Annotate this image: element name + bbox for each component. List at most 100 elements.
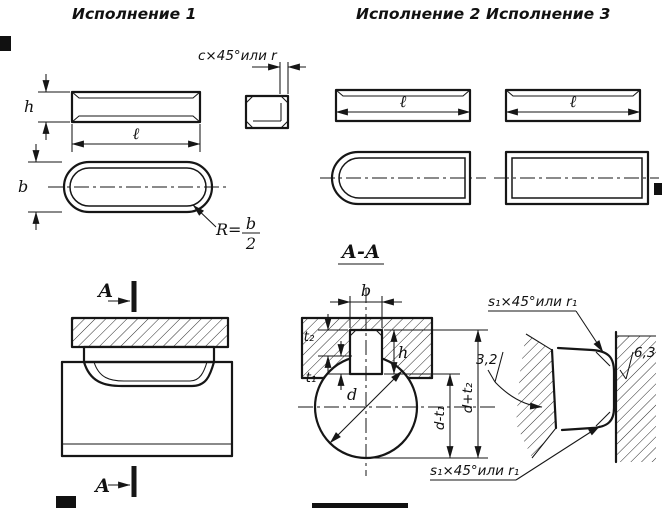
key-plan-outline <box>62 160 214 214</box>
v1-b-dimension: b <box>18 144 62 230</box>
scan-artifact <box>312 503 408 508</box>
roughness-symbol <box>619 369 627 380</box>
scan-artifacts <box>0 36 662 508</box>
dim-line <box>329 370 403 444</box>
hub-hatch <box>616 336 656 462</box>
chamfer-tick <box>595 411 611 427</box>
roughness-symbol <box>494 351 504 383</box>
chamfer-edge-top <box>71 91 201 99</box>
key-end-profile <box>556 346 616 432</box>
shaft-hatch-wedge <box>516 334 556 458</box>
roughness-symbol <box>625 351 634 380</box>
roughness-bore-label: 6,3 <box>634 345 655 361</box>
version-1-title: Исполнение 1 <box>72 5 196 23</box>
t2-label: t₂ <box>304 329 315 345</box>
roughness-seat-label: 3,2 <box>476 352 497 368</box>
radius-denominator: 2 <box>245 234 256 253</box>
scan-artifact <box>654 183 662 195</box>
chamfer-tick <box>245 95 254 104</box>
v3-side-view: ℓ <box>504 88 642 123</box>
b-dimension: b <box>330 281 402 328</box>
key-outline <box>70 90 202 124</box>
chamfer-tick <box>245 120 254 129</box>
chamfer-tick <box>349 329 357 337</box>
key-end-outline <box>244 94 290 130</box>
v1-l-dimension: ℓ <box>71 124 201 152</box>
chamfer-tick <box>280 120 289 129</box>
chamfer-tick <box>595 351 611 367</box>
version-3: Исполнение 3 ℓ <box>486 5 659 206</box>
chamfer-tick <box>375 329 383 337</box>
h-label: h <box>24 97 34 116</box>
section-title: А-А <box>338 241 384 265</box>
chamfer-label: c×45°или r <box>198 48 278 64</box>
radius-prefix: R= <box>215 220 241 239</box>
v1-side-view <box>70 90 202 124</box>
key-plan-outline <box>504 150 650 206</box>
key-height-label: h <box>398 343 408 362</box>
leader-line <box>192 204 217 228</box>
cutting-plane-top: А <box>96 280 137 312</box>
v2-plan-view <box>320 150 486 206</box>
s1-callout-top: s₁×45°или r₁ <box>488 294 604 353</box>
v1-h-dimension: h <box>24 74 70 140</box>
t1-label: t₁ <box>306 370 317 386</box>
key-plan-inner <box>511 157 643 199</box>
key-outline <box>334 88 472 123</box>
b-label: b <box>361 281 371 300</box>
shaft-side-view: А А <box>60 280 234 497</box>
key-plan-inner <box>338 157 466 199</box>
cutting-plane-bottom: А <box>93 466 137 497</box>
t2-dimension: t₂ <box>304 314 352 372</box>
chamfer-detail: s₁×45°или r₁ s₁×45°или r₁ 3,2 6,3 <box>430 294 656 481</box>
d-minus-t1-label: d-t₁ <box>432 406 448 430</box>
chamfer-edge-top <box>505 89 641 97</box>
cross-section: b t₂ t₁ h d <box>298 281 496 476</box>
version-1: Исполнение 1 h ℓ <box>18 5 306 253</box>
version-2-title: Исполнение 2 <box>356 5 480 23</box>
chamfer-edge-top <box>335 89 471 97</box>
v1-end-view <box>244 94 290 130</box>
roughness-symbol <box>487 369 496 383</box>
key-side <box>82 345 216 364</box>
key-plan-outline <box>330 150 472 206</box>
leader-line <box>494 381 543 410</box>
radius-numerator: b <box>246 214 256 233</box>
d-plus-t2-dimension: d+t₂ <box>384 329 488 459</box>
seat-wall-edge <box>550 348 558 430</box>
scan-artifact <box>56 496 76 508</box>
s1-bottom-label: s₁×45°или r₁ <box>430 463 519 479</box>
keyseat-curve-inner <box>93 361 208 382</box>
v1-plan-view <box>48 160 230 214</box>
l-label: ℓ <box>570 92 577 111</box>
chamfer-tick <box>280 95 289 104</box>
leader-line <box>575 310 604 353</box>
d-plus-t2-label: d+t₂ <box>460 382 476 413</box>
scan-artifact <box>0 36 11 51</box>
version-3-title: Исполнение 3 <box>486 5 610 23</box>
d-dimension: d <box>329 370 403 444</box>
roughness-bore: 6,3 <box>619 345 655 380</box>
chamfer-edge-bottom <box>71 115 201 123</box>
section-title-text: А-А <box>340 241 381 263</box>
b-label: b <box>18 177 28 196</box>
s1-top-label: s₁×45°или r₁ <box>488 294 577 310</box>
v1-chamfer-dimension: c×45°или r <box>198 48 306 94</box>
hub-hatch <box>72 318 228 347</box>
v3-plan-view <box>494 150 659 206</box>
section-letter-top: А <box>96 280 113 302</box>
v2-side-view: ℓ <box>334 88 472 123</box>
v1-radius-callout: R= b 2 <box>192 204 260 253</box>
key-outline <box>504 88 642 123</box>
keyseat-curve <box>82 360 216 388</box>
section-letter-bottom: А <box>93 475 110 497</box>
d-label: d <box>347 385 357 404</box>
roughness-seat: 3,2 <box>476 351 543 410</box>
s1-callout-bottom: s₁×45°или r₁ <box>430 425 601 481</box>
key-plan-inner <box>69 167 207 207</box>
l-label: ℓ <box>133 124 140 143</box>
leader-line <box>515 425 601 481</box>
d-minus-t1-dimension: d-t₁ <box>368 373 488 459</box>
